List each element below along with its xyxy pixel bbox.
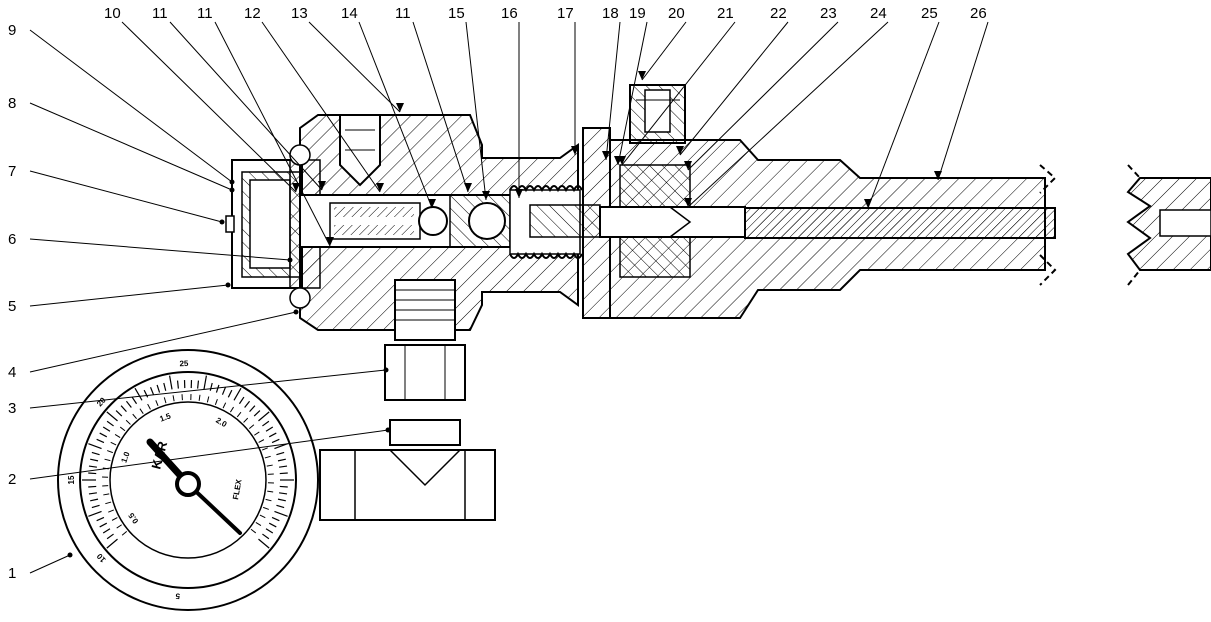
callout-label-top: 11	[152, 5, 168, 22]
callout-label-left: 5	[8, 298, 16, 315]
callout-label-top: 15	[448, 5, 465, 22]
tee-fitting	[320, 450, 495, 520]
callout-label-top: 23	[820, 5, 837, 22]
gauge-scale-label: 25	[179, 359, 189, 368]
callout-label-top: 24	[870, 5, 887, 22]
callout-arrow	[226, 283, 231, 288]
callout-label-left: 7	[8, 163, 16, 180]
callout-label-left: 6	[8, 231, 16, 248]
callout-leader-top	[309, 22, 400, 112]
hose-end-fragment	[1128, 165, 1211, 285]
callout-arrow	[294, 310, 299, 315]
callout-leader-left	[30, 171, 222, 222]
callout-arrow	[288, 258, 293, 263]
callout-label-left: 2	[8, 471, 16, 488]
gauge-scale-label: 15	[67, 475, 76, 484]
callout-label-left: 8	[8, 95, 16, 112]
callout-leader-left	[30, 103, 232, 190]
callout-label-left: 3	[8, 400, 16, 417]
callout-leader-left	[30, 555, 70, 573]
callout-label-top: 14	[341, 5, 358, 22]
callout-label-top: 13	[291, 5, 308, 22]
callout-label-top: 17	[557, 5, 574, 22]
callout-leader-top	[938, 22, 988, 180]
callout-leader-left	[30, 30, 232, 182]
callout-arrow	[384, 368, 389, 373]
callout-arrow	[230, 188, 235, 193]
callout-arrow	[68, 553, 73, 558]
callout-label-top: 11	[395, 5, 411, 22]
callout-arrow	[220, 220, 225, 225]
gauge-hub	[177, 473, 199, 495]
gauge-tick	[88, 473, 96, 474]
gauge-tick	[178, 381, 179, 389]
callout-label-top: 11	[197, 5, 213, 22]
callout-arrow	[230, 180, 235, 185]
gauge-tick	[280, 486, 288, 487]
callout-label-top: 19	[629, 5, 646, 22]
callout-label-top: 21	[717, 5, 734, 22]
callout-leader-top	[680, 22, 788, 155]
callout-label-top: 26	[970, 5, 987, 22]
callout-leader-top	[688, 22, 838, 170]
callout-label-left: 9	[8, 22, 16, 39]
callout-arrow	[396, 103, 404, 112]
callout-leader-top	[122, 22, 296, 192]
callout-leader-top	[642, 22, 686, 80]
callout-label-top: 20	[668, 5, 685, 22]
callout-label-top: 18	[602, 5, 619, 22]
pressure-relief-fitting	[630, 85, 685, 143]
callout-label-top: 12	[244, 5, 261, 22]
callout-label-top: 10	[104, 5, 121, 22]
callout-leader-left	[30, 285, 228, 306]
callout-label-left: 4	[8, 364, 16, 381]
gauge-tick	[280, 473, 288, 474]
gauge-stem	[385, 280, 465, 445]
callout-label-left: 1	[8, 565, 16, 582]
callout-label-top: 25	[921, 5, 938, 22]
gauge-tick	[88, 486, 96, 487]
callout-label-top: 22	[770, 5, 787, 22]
callout-label-top: 16	[501, 5, 518, 22]
gauge-tick	[198, 381, 199, 389]
callout-arrow	[386, 428, 391, 433]
